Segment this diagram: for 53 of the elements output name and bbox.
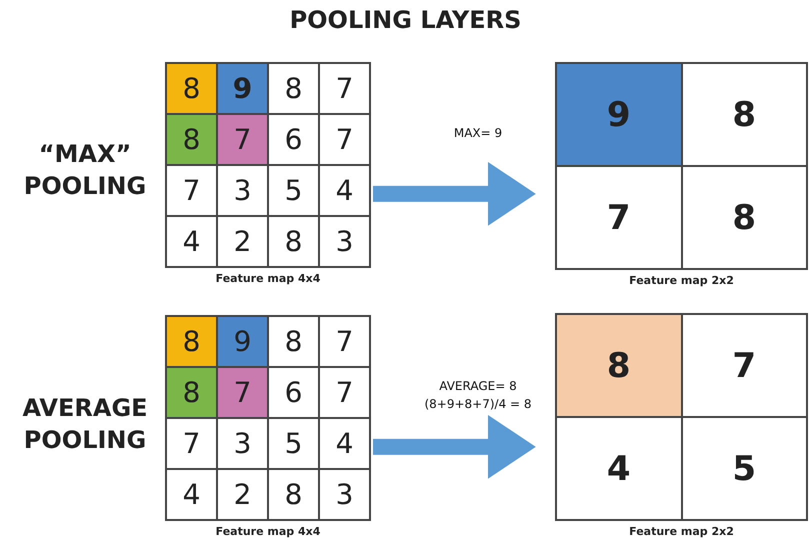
diagram-title: POOLING LAYERS	[288, 6, 522, 34]
grid-cell: 3	[319, 216, 370, 267]
grid-cell: 8	[268, 469, 319, 520]
grid-cell: 7	[319, 63, 370, 114]
grid-cell: 8	[166, 63, 217, 114]
grid-cell: 5	[682, 417, 807, 520]
grid-cell: 8	[268, 216, 319, 267]
grid-cell: 2	[217, 469, 268, 520]
grid-cell: 8	[556, 314, 682, 417]
grid-cell: 4	[319, 165, 370, 216]
grid-cell: 7	[217, 367, 268, 418]
grid-cell: 7	[319, 367, 370, 418]
grid-cell: 8	[268, 63, 319, 114]
grid-cell: 8	[682, 63, 807, 166]
grid-cell: 7	[217, 114, 268, 165]
grid-cell: 8	[166, 114, 217, 165]
grid-cell: 6	[268, 367, 319, 418]
grid-cell: 8	[682, 166, 807, 269]
grid-cell: 3	[217, 418, 268, 469]
grid-caption: Feature map 2x2	[628, 525, 735, 538]
grid-cell: 8	[166, 316, 217, 367]
grid-cell: 5	[268, 165, 319, 216]
grid-cell: 6	[268, 114, 319, 165]
block-arrow	[373, 414, 536, 479]
grid-caption: Feature map 2x2	[628, 274, 735, 287]
grid-cell: 4	[166, 469, 217, 520]
pooled-map-grid	[555, 62, 808, 270]
grid-cell: 2	[217, 216, 268, 267]
grid-cell: 8	[166, 367, 217, 418]
grid-caption: Feature map 4x4	[214, 525, 322, 538]
block-arrow	[373, 162, 536, 226]
pooled-map-grid	[555, 313, 808, 521]
grid-cell: 9	[217, 316, 268, 367]
grid-cell: 7	[319, 114, 370, 165]
grid-cell: 9	[217, 63, 268, 114]
grid-cell: 3	[319, 469, 370, 520]
grid-cell: 7	[166, 165, 217, 216]
grid-cell: 9	[556, 63, 682, 166]
grid-cell: 4	[556, 417, 682, 520]
grid-cell: 5	[268, 418, 319, 469]
grid-cell: 7	[319, 316, 370, 367]
feature-map-grid	[165, 62, 371, 268]
feature-map-grid	[165, 315, 371, 521]
grid-cell: 8	[268, 316, 319, 367]
grid-caption: Feature map 4x4	[214, 272, 322, 285]
grid-cell: 7	[166, 418, 217, 469]
grid-cell: 3	[217, 165, 268, 216]
grid-cell: 4	[319, 418, 370, 469]
grid-cell: 7	[556, 166, 682, 269]
row-heading: “MAX” POOLING	[22, 139, 148, 202]
row-heading: AVERAGE POOLING	[21, 393, 149, 456]
grid-cell: 4	[166, 216, 217, 267]
grid-cell: 7	[682, 314, 807, 417]
